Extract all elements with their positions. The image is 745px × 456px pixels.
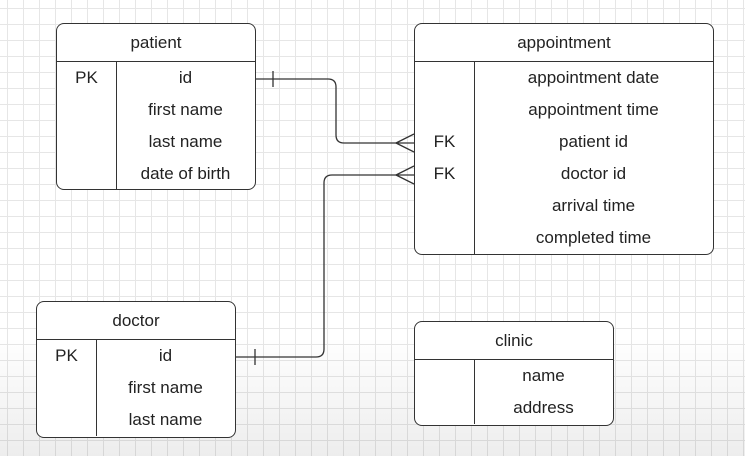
- field-name: address: [513, 398, 574, 417]
- key-column: [37, 340, 97, 436]
- attribute-row[interactable]: address: [415, 392, 613, 424]
- entity-title: clinic: [415, 322, 613, 360]
- clinic-entity[interactable]: clinic name address: [414, 321, 614, 426]
- attribute-row[interactable]: first name: [37, 372, 235, 404]
- field-name: patient id: [559, 132, 628, 151]
- key-column: [415, 360, 475, 424]
- attribute-row[interactable]: name: [415, 360, 613, 392]
- patient-entity[interactable]: patient PK id first name last name date of b…: [56, 23, 256, 190]
- field-name: last name: [128, 410, 203, 429]
- field-name: id: [178, 68, 193, 87]
- appointment-patient-many-marker-bottom: [395, 142, 415, 153]
- attribute-row[interactable]: FK doctor id: [415, 158, 713, 190]
- key-column: [415, 62, 475, 254]
- field-name: id: [158, 346, 173, 365]
- field-name: completed time: [535, 228, 652, 247]
- entity-body: PK id first name last name: [37, 340, 235, 436]
- entity-title: appointment: [415, 24, 713, 62]
- field-name: appointment time: [528, 100, 659, 119]
- attribute-row[interactable]: appointment time: [415, 94, 713, 126]
- patient-appointment-link: [256, 78, 414, 144]
- field-name: appointment date: [527, 68, 660, 87]
- attribute-row[interactable]: last name: [37, 404, 235, 436]
- field-name: arrival time: [551, 196, 636, 215]
- key-label: PK: [55, 346, 78, 365]
- field-name: date of birth: [140, 164, 231, 183]
- field-name: name: [522, 366, 565, 385]
- field-name: first name: [128, 378, 203, 397]
- attribute-row[interactable]: completed time: [415, 222, 713, 254]
- appointment-patient-many-marker-top: [395, 133, 415, 144]
- key-label: FK: [433, 132, 456, 151]
- entity-body: PK id first name last name date of birth: [57, 62, 255, 189]
- attribute-row[interactable]: last name: [57, 126, 255, 158]
- attribute-row[interactable]: PK id: [57, 62, 255, 94]
- key-label: PK: [75, 68, 98, 87]
- attribute-row[interactable]: date of birth: [57, 158, 255, 189]
- entity-body: name address: [415, 360, 613, 424]
- doctor-appointment-link: [236, 174, 414, 358]
- appointment-doctor-many-marker-top: [395, 165, 415, 176]
- doctor-entity[interactable]: doctor PK id first name last name: [36, 301, 236, 438]
- field-name: first name: [148, 100, 223, 119]
- attribute-row[interactable]: arrival time: [415, 190, 713, 222]
- entity-title: doctor: [37, 302, 235, 340]
- attribute-row[interactable]: appointment date: [415, 62, 713, 94]
- field-name: doctor id: [560, 164, 627, 183]
- field-name: last name: [148, 132, 223, 151]
- attribute-row[interactable]: FK patient id: [415, 126, 713, 158]
- attribute-row[interactable]: PK id: [37, 340, 235, 372]
- appointment-doctor-many-marker-bottom: [395, 174, 415, 185]
- key-column: [57, 62, 117, 189]
- attribute-row[interactable]: first name: [57, 94, 255, 126]
- entity-title: patient: [57, 24, 255, 62]
- key-label: FK: [433, 164, 456, 183]
